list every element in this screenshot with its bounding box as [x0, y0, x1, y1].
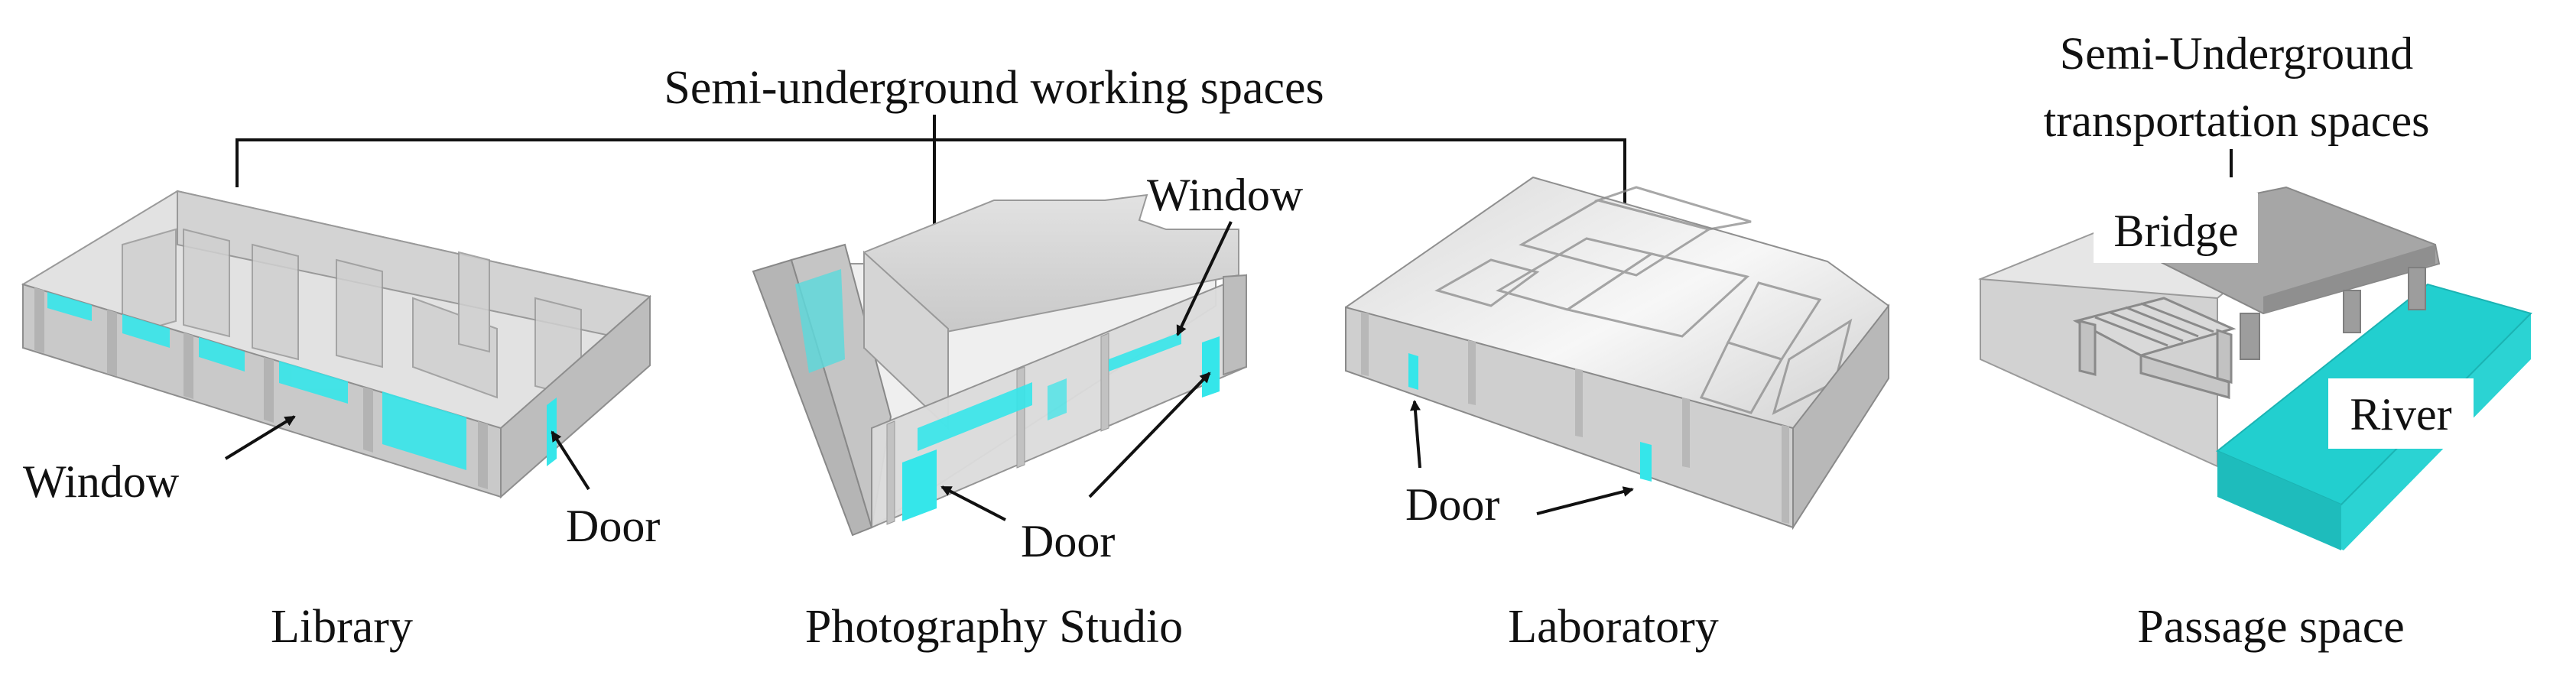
library-window-2 — [122, 314, 170, 348]
lab-model — [1345, 176, 1890, 531]
studio-caption: Photography Studio — [805, 601, 1183, 653]
library-window-1 — [47, 292, 92, 321]
bracket-line — [236, 138, 1626, 229]
lab-door-arrow-left — [1409, 400, 1421, 469]
studio-window-1 — [918, 382, 1032, 451]
lab-right-wall — [1792, 303, 1889, 531]
lab-pillars — [1361, 312, 1789, 524]
transport-label-line2: transportation spaces — [2044, 96, 2430, 146]
lab-door-2 — [1640, 442, 1652, 482]
library-windows — [47, 292, 466, 470]
library-door-arrow — [551, 430, 590, 491]
passage-slats — [2072, 297, 2237, 399]
studio-window-3 — [1048, 378, 1067, 420]
library-window-5 — [382, 391, 466, 470]
lab-door-arrow-right — [1536, 486, 1634, 515]
studio-window-arrow — [1176, 221, 1233, 336]
library-right-wall — [500, 294, 651, 499]
library-model — [21, 190, 651, 499]
lab-door-label: Door — [1405, 479, 1499, 530]
studio-door-arrow-right — [1088, 372, 1211, 498]
library-window-3 — [199, 337, 245, 372]
studio-back-wall — [863, 193, 1239, 349]
library-partitions — [122, 228, 582, 399]
studio-model — [752, 193, 1247, 537]
river-label: River — [2350, 389, 2451, 440]
transport-label-line1: Semi-Underground — [2060, 28, 2413, 79]
studio-door-label: Door — [1021, 516, 1115, 566]
passage-river-front — [2217, 451, 2341, 550]
river-label-box — [2328, 378, 2474, 449]
library-window-label: Window — [23, 456, 180, 507]
studio-door-arrow-left — [940, 485, 1006, 521]
library-door — [547, 398, 557, 466]
studio-right-wall — [1223, 274, 1247, 376]
group-label: Semi-underground working spaces — [664, 62, 1324, 114]
studio-door-2 — [1202, 336, 1220, 398]
bridge-label: Bridge — [2113, 206, 2238, 256]
library-window-arrow — [224, 415, 296, 460]
lab-caption: Laboratory — [1508, 601, 1718, 653]
passage-bridge-edge — [2263, 245, 2435, 313]
passage-bridge-piers — [2240, 267, 2426, 360]
library-door-label: Door — [566, 501, 660, 551]
studio-door-1 — [902, 449, 937, 521]
library-window-4 — [279, 361, 348, 404]
passage-caption: Passage space — [2137, 601, 2404, 653]
studio-left-window — [795, 269, 845, 373]
studio-window-2 — [1109, 332, 1181, 372]
library-caption: Library — [271, 601, 413, 653]
library-pillars — [34, 287, 488, 489]
lab-door-1 — [1408, 353, 1418, 390]
bridge-label-box — [2094, 193, 2258, 263]
studio-window-label: Window — [1147, 170, 1304, 220]
